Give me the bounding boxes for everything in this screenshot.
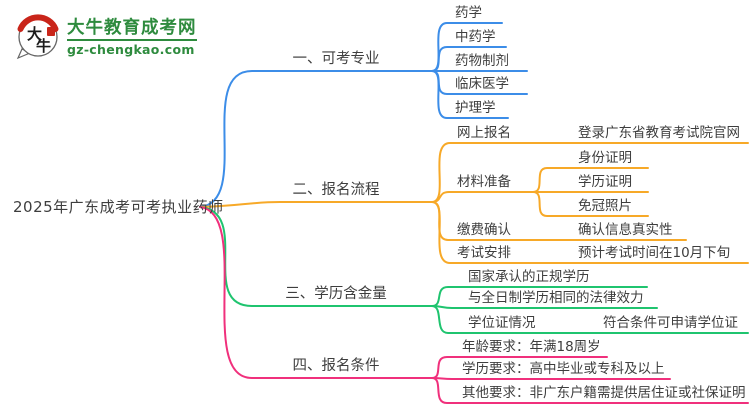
site-url: gz-chengkao.com <box>67 42 195 57</box>
svg-text:牛: 牛 <box>36 37 51 55</box>
root-node: 2025年广东成考可考执业药师 <box>13 198 224 216</box>
branch4-connectors <box>199 206 749 404</box>
branch4-child-2: 其他要求：非广东户籍需提供居住证或社保证明 <box>462 385 746 401</box>
daniu-logo-icon: 大 牛 <box>16 14 59 60</box>
branch3-label: 三、学历含金量 <box>285 286 387 302</box>
site-logo: 大 牛 大牛教育成考网 gz-chengkao.com <box>14 12 197 60</box>
branch3-child-2: 学位证情况 <box>468 315 536 331</box>
site-name: 大牛教育成考网 <box>67 18 197 41</box>
branch2-child-0: 网上报名 <box>457 125 511 141</box>
branch1-child-4: 护理学 <box>455 100 496 116</box>
svg-text:大: 大 <box>27 25 42 43</box>
branch1-label: 一、可考专业 <box>292 51 380 67</box>
branch2-connectors <box>199 142 749 264</box>
branch2-child-3: 考试安排 <box>457 245 511 261</box>
branch2-child-1-sub-2: 免冠照片 <box>578 198 632 214</box>
branch1-connectors <box>199 22 528 208</box>
branch2-child-2-value: 确认信息真实性 <box>578 222 673 238</box>
branch2-child-1-sub-0: 身份证明 <box>578 150 632 166</box>
branch3-child-2-value: 符合条件可申请学位证 <box>603 315 738 331</box>
branch1-child-2: 药物制剂 <box>455 53 509 69</box>
branch4-child-0: 年龄要求：年满18周岁 <box>462 339 601 355</box>
branch2-child-0-value: 登录广东省教育考试院官网 <box>578 125 740 141</box>
branch3-child-1: 与全日制学历相同的法律效力 <box>468 290 644 306</box>
branch2-child-2: 缴费确认 <box>457 222 511 238</box>
branch1-child-3: 临床医学 <box>455 76 509 92</box>
branch2-child-1-sub-1: 学历证明 <box>578 174 632 190</box>
branch1-child-1: 中药学 <box>455 29 496 45</box>
branch3-child-0: 国家承认的正规学历 <box>468 269 590 285</box>
branch2-label: 二、报名流程 <box>292 182 380 198</box>
branch4-label: 四、报名条件 <box>292 358 380 374</box>
branch2-child-3-value: 预计考试时间在10月下旬 <box>578 245 731 261</box>
branch4-child-1: 学历要求：高中毕业或专科及以上 <box>462 361 665 377</box>
branch1-child-0: 药学 <box>455 5 482 21</box>
branch2-child-1: 材料准备 <box>457 174 511 190</box>
